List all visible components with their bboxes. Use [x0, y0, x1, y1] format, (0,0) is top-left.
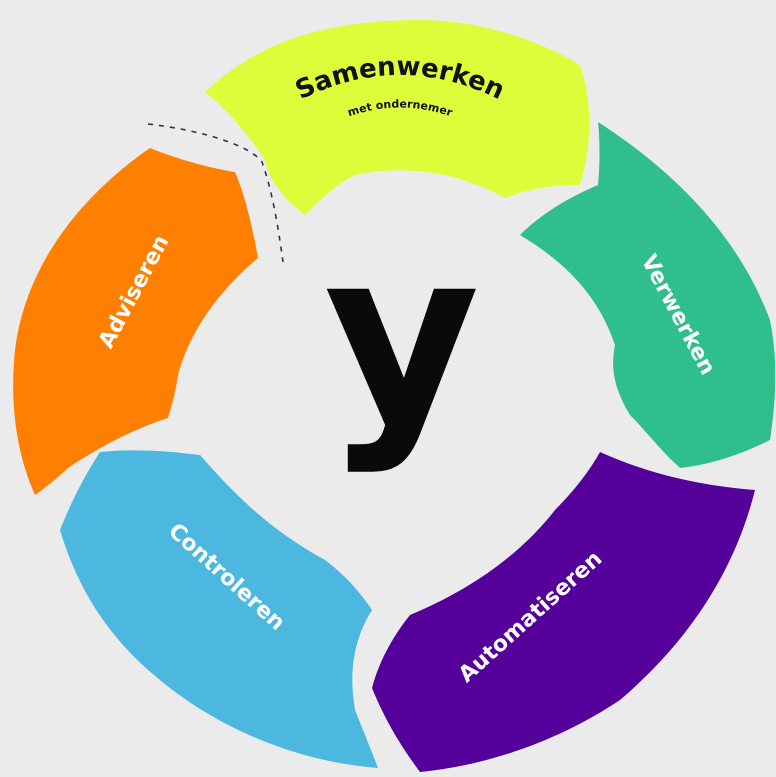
- segment-automatiseren: Automatiseren: [372, 452, 755, 772]
- segment-samenwerken: Samenwerken met ondernemer: [205, 20, 590, 215]
- segment-automatiseren-shape: [372, 452, 755, 772]
- segment-samenwerken-shape: [205, 20, 590, 215]
- segment-controleren-shape: [60, 450, 378, 768]
- center-logo-letter: y: [324, 197, 480, 477]
- segment-adviseren: Adviseren: [13, 148, 259, 495]
- segment-verwerken-shape: [520, 122, 776, 468]
- dashed-connector: [147, 123, 284, 263]
- segment-verwerken: Verwerken: [520, 122, 776, 468]
- segment-adviseren-shape: [13, 148, 259, 495]
- segment-controleren: Controleren: [60, 450, 378, 768]
